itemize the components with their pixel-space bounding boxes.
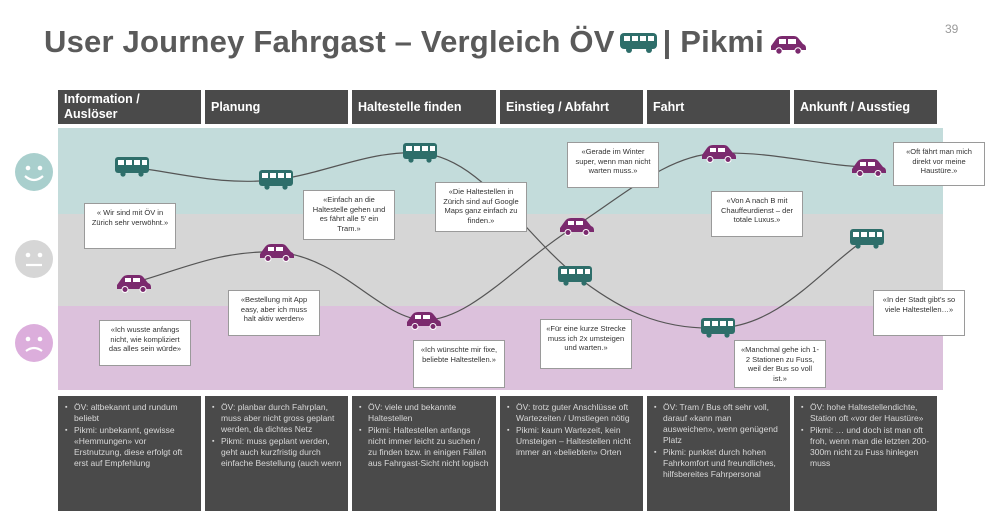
bus-icon [114, 156, 150, 183]
phase-notes-haltestelle: ÖV: viele und bekannte HaltestellenPikmi… [352, 396, 496, 511]
note-pikmi: Pikmi: unbekannt, gewisse «Hemmungen» vo… [65, 425, 195, 469]
note-pikmi: Pikmi: Haltestellen anfangs nicht immer … [359, 425, 490, 469]
pikmi-journey-line [132, 152, 869, 321]
phase-notes-fahrt: ÖV: Tram / Bus oft sehr voll, darauf «ka… [647, 396, 790, 511]
neutral-face-icon [14, 239, 54, 279]
phase-header-einstieg: Einstieg / Abfahrt [500, 90, 643, 124]
quote-bubble: «Bestellung mit App easy, aber ich muss … [228, 290, 320, 336]
car-icon [768, 27, 808, 63]
note-oev: ÖV: planbar durch Fahrplan, muss aber ni… [212, 402, 342, 435]
quote-bubble: «Für eine kurze Strecke muss ich 2x umst… [540, 319, 632, 369]
phase-notes-einstieg: ÖV: trotz guter Anschlüsse oft Wartezeit… [500, 396, 643, 511]
quote-bubble: « Wir sind mit ÖV in Zürich sehr verwöhn… [84, 203, 176, 249]
page-title: User Journey Fahrgast – Vergleich ÖV | Pi… [44, 24, 812, 63]
bus-icon [619, 27, 659, 63]
phase-header-haltestelle: Haltestelle finden [352, 90, 496, 124]
quote-bubble: «Ich wünschte mir fixe, beliebte Haltest… [413, 340, 505, 388]
note-pikmi: Pikmi: … und doch ist man oft froh, wenn… [801, 425, 931, 469]
car-icon [850, 157, 888, 182]
phase-header-planung: Planung [205, 90, 348, 124]
note-oev: ÖV: trotz guter Anschlüsse oft Wartezeit… [507, 402, 637, 424]
phase-header-information: Information / Auslöser [58, 90, 201, 124]
phase-notes-information: ÖV: altbekannt und rundum beliebtPikmi: … [58, 396, 201, 511]
car-icon [700, 143, 738, 168]
quote-bubble: «Oft fährt man mich direkt vor meine Hau… [893, 142, 985, 186]
note-oev: ÖV: viele und bekannte Haltestellen [359, 402, 490, 424]
note-pikmi: Pikmi: punktet durch hohen Fahrkomfort u… [654, 447, 784, 480]
car-icon [405, 310, 443, 335]
note-oev: ÖV: Tram / Bus oft sehr voll, darauf «ka… [654, 402, 784, 446]
bus-icon [402, 142, 438, 169]
quote-bubble: «Die Haltestellen in Zürich sind auf Goo… [435, 182, 527, 232]
note-oev: ÖV: altbekannt und rundum beliebt [65, 402, 195, 424]
title-main: User Journey Fahrgast – Vergleich ÖV [44, 24, 615, 59]
page-number: 39 [945, 22, 959, 36]
car-icon [115, 273, 153, 298]
quote-bubble: «Gerade im Winter super, wenn man nicht … [567, 142, 659, 188]
note-oev: ÖV: hohe Haltestellendichte, Station oft… [801, 402, 931, 424]
bus-icon [557, 265, 593, 292]
car-icon [258, 242, 296, 267]
phase-header-fahrt: Fahrt [647, 90, 790, 124]
quote-bubble: «In der Stadt gibt’s so viele Haltestell… [873, 290, 965, 336]
phase-notes-ankunft: ÖV: hohe Haltestellendichte, Station oft… [794, 396, 937, 511]
sad-face-icon [14, 323, 54, 363]
quote-bubble: «Einfach an die Haltestelle gehen und es… [303, 190, 395, 240]
phase-notes-planung: ÖV: planbar durch Fahrplan, muss aber ni… [205, 396, 348, 511]
title-sep: | Pikmi [662, 24, 764, 59]
note-pikmi: Pikmi: muss geplant werden, geht auch ku… [212, 436, 342, 469]
car-icon [558, 216, 596, 241]
quote-bubble: «Manchmal gehe ich 1-2 Stationen zu Fuss… [734, 340, 826, 388]
quote-bubble: «Von A nach B mit Chauffeurdienst – der … [711, 191, 803, 237]
bus-icon [849, 228, 885, 255]
quote-bubble: «Ich wusste anfangs nicht, wie komplizie… [99, 320, 191, 366]
happy-face-icon [14, 152, 54, 192]
note-pikmi: Pikmi: kaum Wartezeit, kein Umsteigen – … [507, 425, 637, 458]
bus-icon [700, 317, 736, 344]
phase-header-ankunft: Ankunft / Ausstieg [794, 90, 937, 124]
bus-icon [258, 169, 294, 196]
